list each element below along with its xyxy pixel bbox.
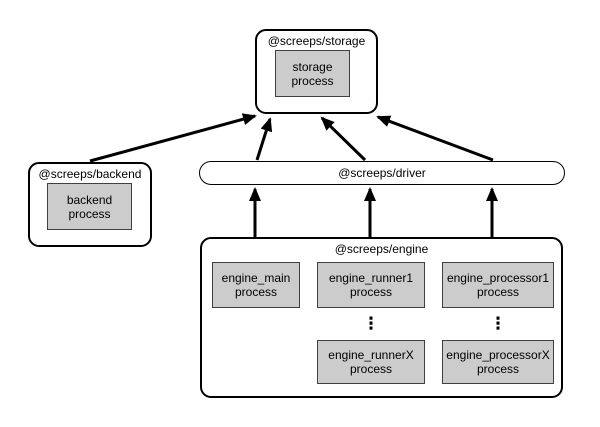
engine-processor1-process-box: engine_processor1 process (442, 262, 554, 308)
node-backend: @screeps/backend backend process (28, 162, 152, 247)
engine-main-process-box: engine_main process (212, 262, 300, 308)
node-storage: @screeps/storage storage process (255, 29, 378, 114)
processor-ellipsis: ⋮ (489, 314, 507, 333)
node-driver: @screeps/driver (199, 161, 565, 185)
engine-runnerX-process-box: engine_runnerX process (317, 340, 425, 384)
arrow-backend-to-storage (89, 113, 257, 163)
arrow-driver-to-storage-right (376, 115, 494, 162)
driver-label: @screeps/driver (338, 166, 426, 180)
storage-label: @screeps/storage (267, 34, 366, 48)
runner-ellipsis: ⋮ (362, 314, 380, 333)
arrow-driver-to-storage-middle (320, 116, 367, 162)
engine-processorX-process-box: engine_processorX process (442, 340, 554, 384)
node-engine: @screeps/engine engine_main process engi… (200, 237, 563, 398)
engine-label: @screeps/engine (334, 242, 429, 256)
backend-process-box: backend process (47, 183, 132, 230)
engine-runner1-process-box: engine_runner1 process (317, 262, 425, 308)
storage-process-box: storage process (275, 50, 350, 97)
backend-label: @screeps/backend (38, 167, 142, 181)
arrow-driver-to-storage-left (255, 117, 273, 161)
